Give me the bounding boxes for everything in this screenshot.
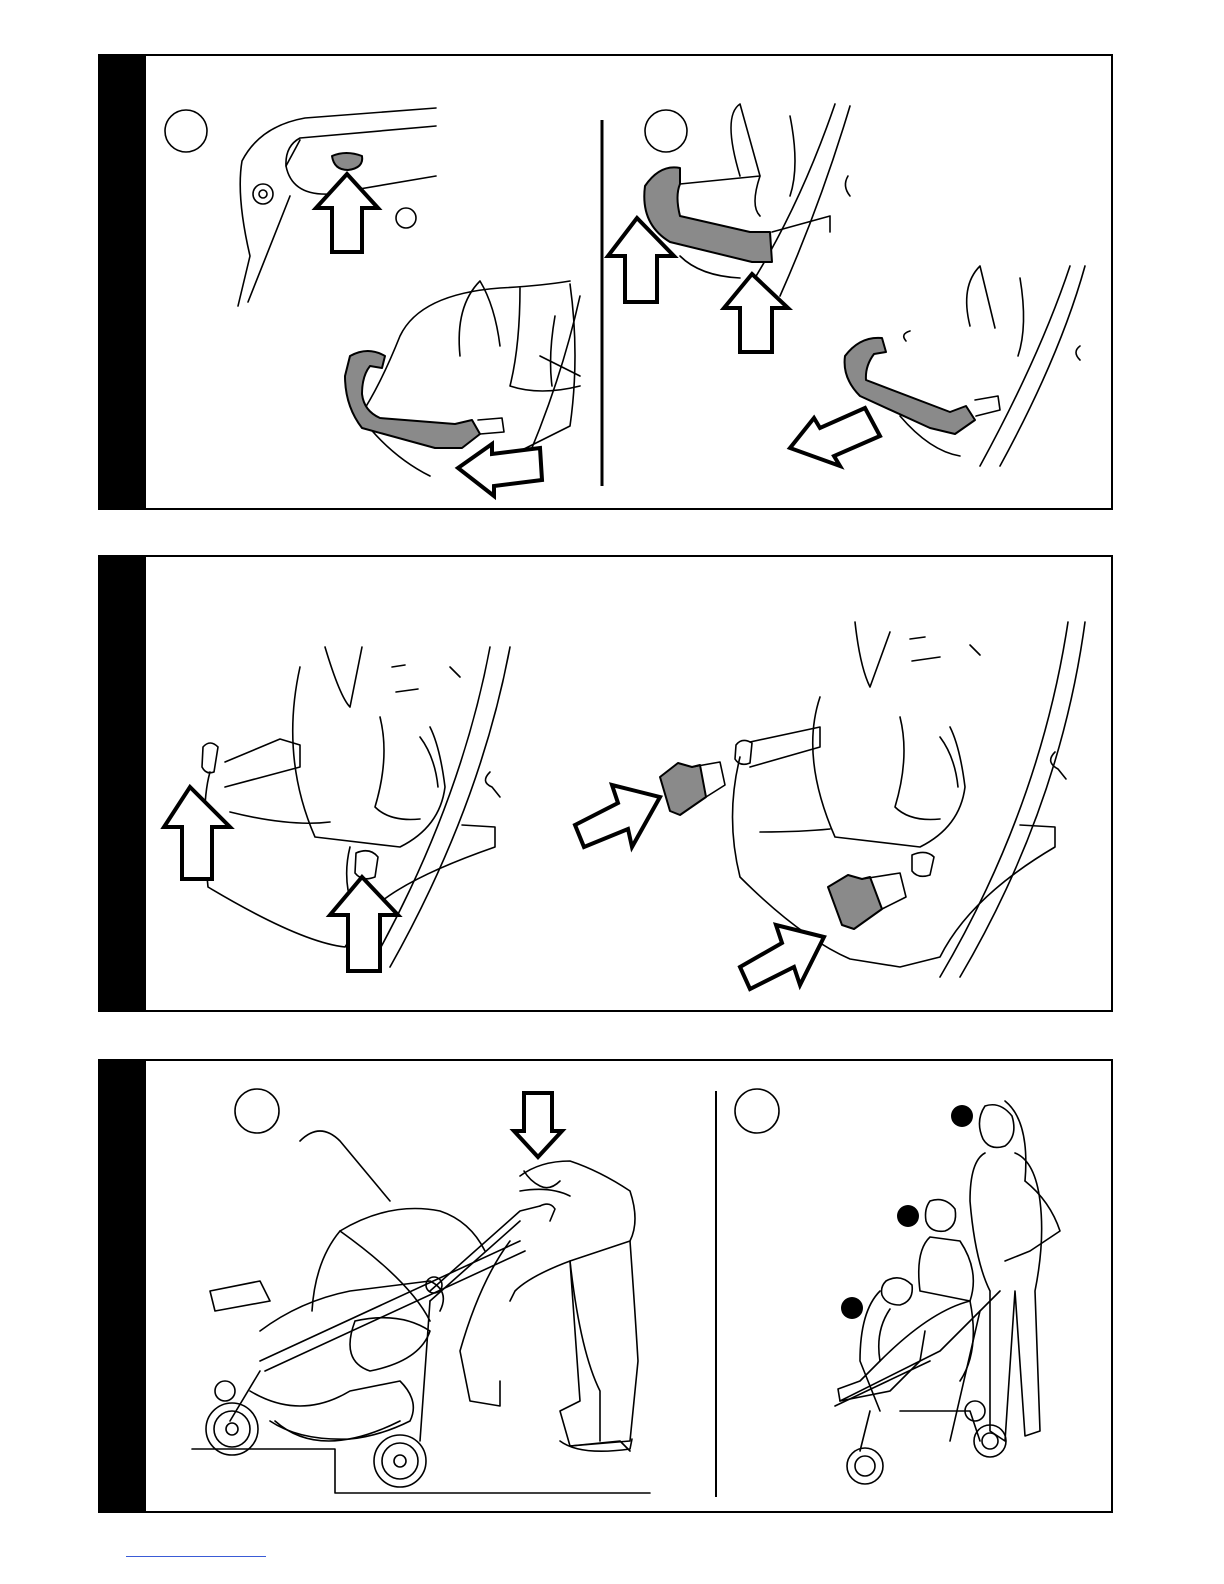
stroller-tilt-drawing [206, 1131, 555, 1487]
clip-removal-illustration [100, 557, 1113, 1012]
instruction-panel-1 [98, 54, 1113, 510]
step-circle-icon [735, 1089, 779, 1133]
footer-link-underline[interactable] [126, 1556, 266, 1557]
arrow-right-icon [575, 785, 660, 847]
arrow-right-icon [740, 925, 824, 989]
step-circle-icon [165, 110, 207, 152]
instruction-panel-3 [98, 1059, 1113, 1513]
arrow-left-icon [458, 444, 542, 496]
step-circle-icon [645, 110, 687, 152]
seat-right-drawing [733, 622, 1086, 977]
bullet-dot-icon [841, 1297, 863, 1319]
bullet-dot-icon [951, 1105, 973, 1127]
arrow-up-icon [316, 174, 378, 252]
bumper-removal-illustration [100, 56, 1113, 510]
arrow-left-icon [790, 408, 880, 466]
clip-part [828, 875, 882, 929]
arrow-up-icon [330, 877, 398, 971]
instruction-panel-2 [98, 555, 1113, 1012]
arrow-up-icon [724, 274, 788, 352]
step-circle-icon [235, 1089, 279, 1133]
seat-with-bumper-drawing [345, 281, 580, 476]
arrow-up-icon [164, 787, 230, 879]
curb-step-line [192, 1449, 650, 1493]
arrow-down-icon [514, 1093, 562, 1157]
family-with-stroller-drawing [835, 1101, 1060, 1484]
clip-part [660, 763, 706, 815]
stroller-use-illustration [100, 1061, 1113, 1513]
bullet-dot-icon [897, 1205, 919, 1227]
